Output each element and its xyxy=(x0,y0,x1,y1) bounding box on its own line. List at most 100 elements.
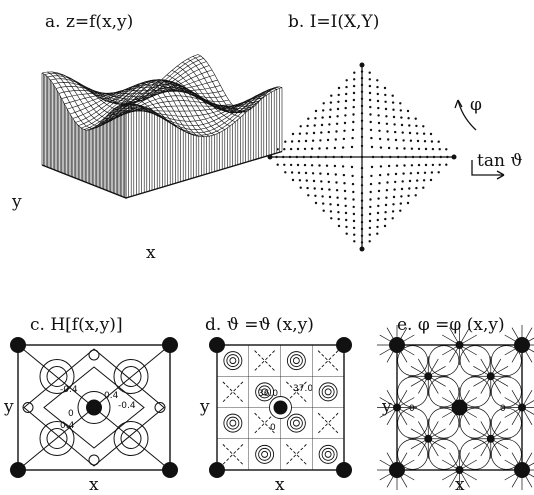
flow-ring xyxy=(459,439,491,470)
diamond-dot xyxy=(387,164,391,168)
diamond-dot xyxy=(319,139,322,142)
diamond-dot xyxy=(369,205,372,209)
diamond-dot xyxy=(352,105,355,109)
diamond-dot xyxy=(378,129,381,132)
contour-ring xyxy=(258,447,272,461)
diamond-dot xyxy=(305,179,308,182)
diamond-dot xyxy=(360,155,364,159)
diamond-dot xyxy=(370,165,374,169)
diamond-dot xyxy=(314,201,318,205)
diamond-dot xyxy=(384,217,387,221)
panel-d-title: d. ϑ =ϑ (x,y) xyxy=(205,315,314,335)
diamond-dot xyxy=(353,233,356,236)
diamond-dot xyxy=(336,107,340,111)
flow-ring xyxy=(491,345,522,376)
diamond-dot xyxy=(408,124,411,127)
contour-cross xyxy=(317,412,339,434)
diamond-dot xyxy=(409,172,413,175)
diamond-dot xyxy=(385,196,388,199)
diamond-dot xyxy=(395,164,399,167)
diamond-dot xyxy=(352,84,356,88)
diamond-dot xyxy=(360,227,364,231)
diamond-dot xyxy=(344,114,347,117)
diamond-dot xyxy=(320,123,324,127)
panel-e-xlabel: x xyxy=(455,475,465,495)
diamond-dot xyxy=(307,194,310,197)
diamond-dot xyxy=(352,91,356,95)
diamond-dot xyxy=(391,101,395,104)
contour-ring xyxy=(258,385,272,399)
diamond-dot xyxy=(324,155,327,159)
diamond-dot xyxy=(392,203,395,206)
diamond-dot xyxy=(400,195,403,198)
diamond-dot xyxy=(360,166,364,170)
diamond-dot xyxy=(351,182,355,186)
contour-ring xyxy=(77,391,111,424)
contour-diamond xyxy=(23,348,165,467)
diamond-dot xyxy=(322,109,325,112)
diamond-dot xyxy=(415,124,418,128)
diamond-dot xyxy=(379,165,383,168)
panel-b-title: b. I=I(X,Y) xyxy=(288,12,379,32)
flow-ring xyxy=(459,407,491,439)
diamond-dot xyxy=(302,155,305,159)
diamond-dot xyxy=(391,94,394,97)
diamond-dot xyxy=(416,179,419,182)
diamond-dot xyxy=(370,136,373,140)
panel-c-annotation: 0.4 xyxy=(60,421,75,431)
contour-cross xyxy=(222,381,244,403)
diamond-dot xyxy=(307,117,310,120)
diamond-dot xyxy=(391,217,394,220)
diamond-dot xyxy=(351,136,354,140)
diamond-dot xyxy=(376,92,379,96)
diamond-dot xyxy=(368,226,372,230)
flow-ring xyxy=(491,407,522,439)
diamond-dot xyxy=(330,94,333,97)
diamond-dot xyxy=(423,140,427,143)
diamond-dot xyxy=(399,109,402,112)
diamond-dot xyxy=(387,173,390,176)
corner-dot xyxy=(514,462,530,478)
diamond-dot xyxy=(407,117,410,120)
panel-d-annotation: 36.0 xyxy=(258,389,278,399)
mesh-line xyxy=(50,61,207,104)
diamond-dot xyxy=(353,240,356,243)
diamond-dot xyxy=(422,186,425,189)
diamond-dot xyxy=(369,190,372,194)
diamond-dot xyxy=(401,180,404,183)
contour-ring xyxy=(154,402,166,413)
diamond-dot xyxy=(330,217,333,220)
diamond-dot xyxy=(380,155,384,159)
diamond-dot xyxy=(360,83,364,87)
diamond-dot xyxy=(342,137,346,141)
contour-ring xyxy=(261,388,269,396)
diamond-dot xyxy=(296,163,300,167)
panel-a-xlabel: x xyxy=(146,243,156,263)
diamond-dot xyxy=(311,172,315,175)
diamond-dot xyxy=(313,124,316,127)
diamond-dot xyxy=(344,197,347,200)
diamond-dot xyxy=(369,128,373,132)
mesh-line xyxy=(123,86,280,136)
contour-ring xyxy=(318,382,338,402)
mesh-line xyxy=(61,79,218,99)
diamond-dot xyxy=(306,186,309,190)
contour-diamond xyxy=(43,366,145,449)
diamond-dot xyxy=(387,146,391,150)
diamond-dot xyxy=(384,203,388,207)
diamond-dot xyxy=(422,132,426,135)
diamond-dot xyxy=(393,123,396,126)
diamond-dot xyxy=(422,179,426,182)
corner-dot xyxy=(10,337,26,353)
diamond-dot xyxy=(401,131,404,134)
diamond-dot xyxy=(353,71,356,74)
contour-cross xyxy=(317,350,339,371)
diamond-dot xyxy=(328,188,331,191)
diamond-dot xyxy=(310,147,314,150)
direction-arrows xyxy=(454,99,505,180)
panel-c-annotation: 0.4 xyxy=(104,391,119,401)
mesh-line xyxy=(125,87,283,138)
diamond-dot xyxy=(422,125,425,128)
diamond-dot xyxy=(399,209,402,212)
